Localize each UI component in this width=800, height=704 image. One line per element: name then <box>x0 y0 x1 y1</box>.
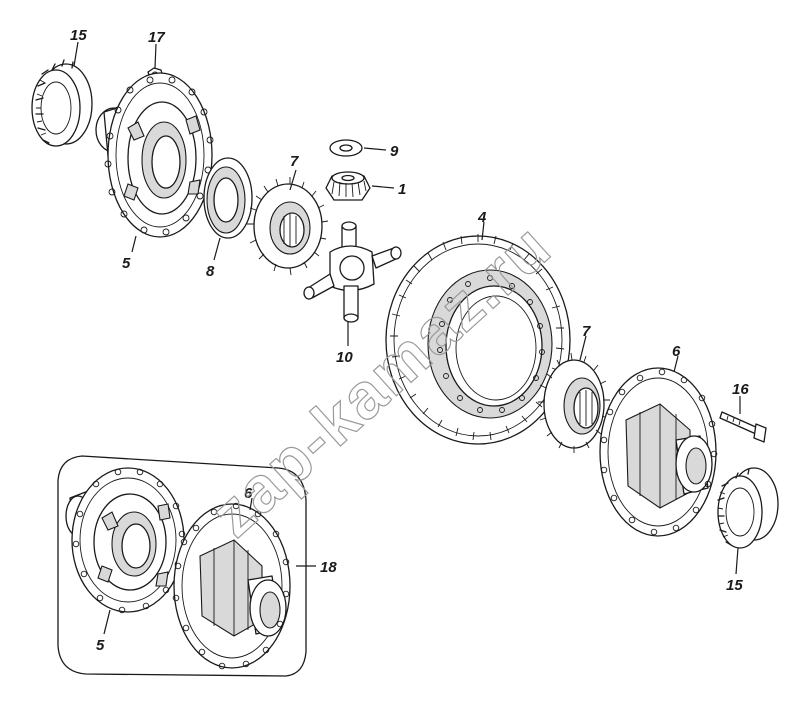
bearing-15-top <box>31 59 93 147</box>
callout-7-top: 7 <box>290 153 299 170</box>
callout-17: 17 <box>148 29 165 46</box>
callout-1: 1 <box>398 181 406 198</box>
thrust-washer-8 <box>203 157 253 239</box>
callout-15-top: 15 <box>70 27 87 44</box>
callout-10: 10 <box>336 349 353 366</box>
callout-5-top: 5 <box>122 255 131 272</box>
case-half-6-bottom <box>172 502 291 670</box>
callout-18: 18 <box>320 559 337 576</box>
callout-5-bottom: 5 <box>96 637 105 654</box>
callout-4: 4 <box>477 209 487 226</box>
pinion-gear-1 <box>325 171 371 201</box>
case-half-5-top <box>95 72 214 238</box>
callout-15-bottom: 15 <box>726 577 743 594</box>
callout-16: 16 <box>732 381 749 398</box>
case-half-6-right <box>599 367 718 537</box>
bearing-15-bottom <box>717 467 779 549</box>
side-gear-7-top <box>247 177 329 276</box>
callout-6-bottom: 6 <box>244 485 253 502</box>
case-assembly-18-frame <box>57 455 307 677</box>
callout-labels: 15 17 5 7 8 9 1 10 4 7 6 16 15 6 18 5 <box>70 27 749 654</box>
case-half-5-bottom <box>65 467 186 614</box>
callout-6-right: 6 <box>672 343 681 360</box>
washer-9 <box>329 139 363 157</box>
side-gear-7-mid <box>538 352 610 453</box>
spider-cross-10 <box>303 221 402 323</box>
callout-7-mid: 7 <box>582 323 591 340</box>
ring-gear-4 <box>385 234 571 445</box>
leader-lines <box>73 41 741 635</box>
callout-9: 9 <box>390 143 399 160</box>
bolt-16 <box>719 411 767 443</box>
callout-8: 8 <box>206 263 215 280</box>
